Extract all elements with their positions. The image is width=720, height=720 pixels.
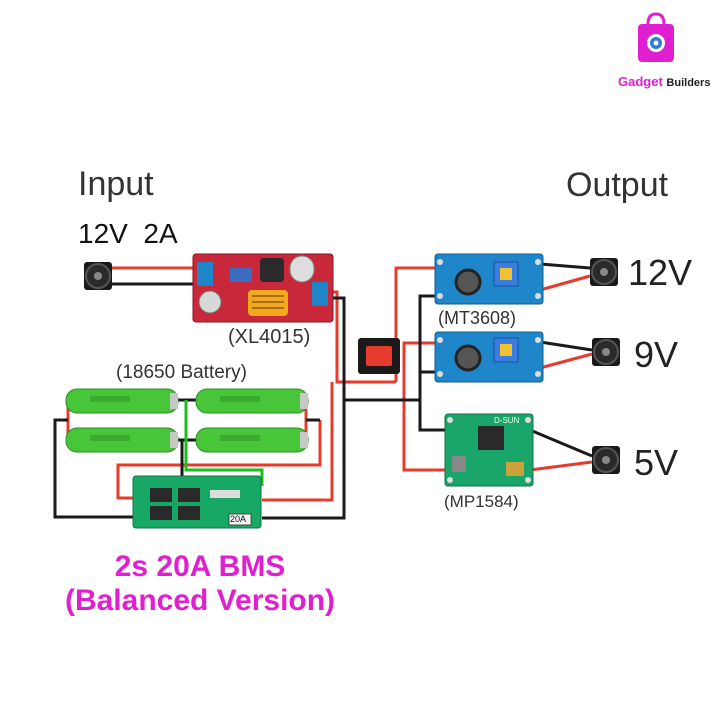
output-jack-5v	[592, 446, 620, 474]
out5-red	[529, 460, 593, 472]
out5-black	[529, 428, 593, 458]
black-to-5v-module	[418, 400, 445, 432]
batt-left-black	[53, 418, 133, 519]
red-to-5v-module	[402, 382, 445, 472]
xl4015-red-to-bms	[262, 382, 334, 502]
bms-rating-label: 20A	[230, 514, 247, 524]
shopping-bag-gear-icon	[638, 12, 674, 62]
input-dc-jack	[84, 262, 112, 290]
xl4015-out-red-wire	[332, 290, 396, 384]
wires	[53, 262, 593, 520]
brand-name-part1: Gadget	[618, 74, 663, 89]
black-bus	[396, 294, 435, 402]
battery-cell-3	[195, 388, 309, 414]
mp1584-silk-label: D-SUN	[494, 416, 520, 425]
mt3608-label: (MT3608)	[438, 308, 517, 328]
bms-board	[132, 475, 262, 529]
mp1584-board	[444, 413, 534, 487]
output-heading: Output	[566, 166, 669, 204]
batt-right-red-to-bms	[116, 420, 322, 500]
output-jack-9v	[592, 338, 620, 366]
output-jack-12v	[590, 258, 618, 286]
brand-logo: Gadget Builders	[612, 12, 712, 96]
bms-title-line2: (Balanced Version)	[64, 584, 336, 617]
battery-label: (18650 Battery)	[116, 362, 247, 383]
battery-cell-4	[195, 427, 309, 453]
mp1584-label: (MP1584)	[444, 492, 519, 511]
battery-cell-1	[65, 388, 179, 414]
rocker-switch	[358, 338, 400, 374]
output-voltage-9v: 9V	[634, 334, 679, 375]
xl4015-label: (XL4015)	[228, 326, 311, 348]
xl4015-out-black-wire	[328, 296, 396, 402]
mt3608-board-9v	[434, 331, 544, 383]
output-voltage-12v: 12V	[628, 252, 693, 293]
input-heading: Input	[78, 165, 154, 203]
balance-green	[184, 400, 264, 486]
out9-black	[539, 340, 593, 352]
battery-cell-2	[65, 427, 179, 453]
output-voltage-5v: 5V	[634, 442, 679, 483]
out9-red	[539, 352, 593, 370]
bms-title-line1: 2s 20A BMS	[114, 550, 286, 583]
switch-red-bus	[394, 266, 435, 382]
red-to-9v-module	[402, 341, 435, 382]
xl4015-board	[192, 253, 334, 323]
input-spec: 12V 2A	[78, 218, 178, 249]
brand-name-part2: Builders	[666, 77, 711, 89]
out12-red	[539, 274, 591, 292]
out12-black	[539, 262, 591, 270]
mt3608-board-12v	[434, 253, 544, 305]
bms-black-out	[262, 400, 346, 520]
